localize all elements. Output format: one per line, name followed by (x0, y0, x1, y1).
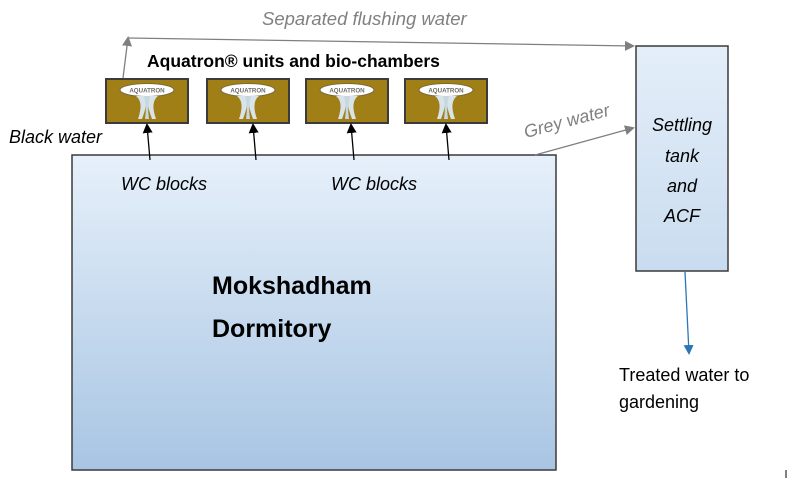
wc-arrow-3 (346, 123, 357, 161)
wc-arrow-1 (142, 123, 153, 161)
dormitory-title-1: Mokshadham (212, 272, 372, 300)
wc-blocks-label-left: WC blocks (121, 174, 208, 194)
settling-tank-box (635, 45, 729, 272)
aquatron-unit-4 (404, 78, 488, 124)
aquatron-unit-3 (305, 78, 389, 124)
flushing-arrow (127, 37, 635, 51)
settling-label-2: tank (664, 146, 700, 166)
dormitory-box (71, 154, 557, 471)
settling-label-3: and (666, 176, 698, 196)
grey-water-arrow (534, 125, 635, 156)
aquatron-unit-1 (105, 78, 189, 124)
settling-label-4: ACF (664, 206, 700, 226)
dormitory-title-2: Dormitory (212, 315, 332, 343)
treated-water-label-2: gardening (619, 392, 700, 412)
treated-water-label-1: Treated water to (619, 365, 750, 385)
flushing-water-label: Separated flushing water (262, 8, 467, 29)
wc-arrow-2 (248, 123, 259, 161)
flushing-up-arrow (122, 36, 132, 79)
wc-arrow-4 (441, 123, 452, 161)
treated-water-arrow (683, 271, 694, 355)
settling-label-1: Settling (651, 115, 713, 135)
black-water-label: Black water (9, 127, 103, 147)
aquatron-unit-2 (206, 78, 290, 124)
units-title: Aquatron® units and bio-chambers (147, 51, 440, 71)
wc-blocks-label-right: WC blocks (331, 174, 418, 194)
